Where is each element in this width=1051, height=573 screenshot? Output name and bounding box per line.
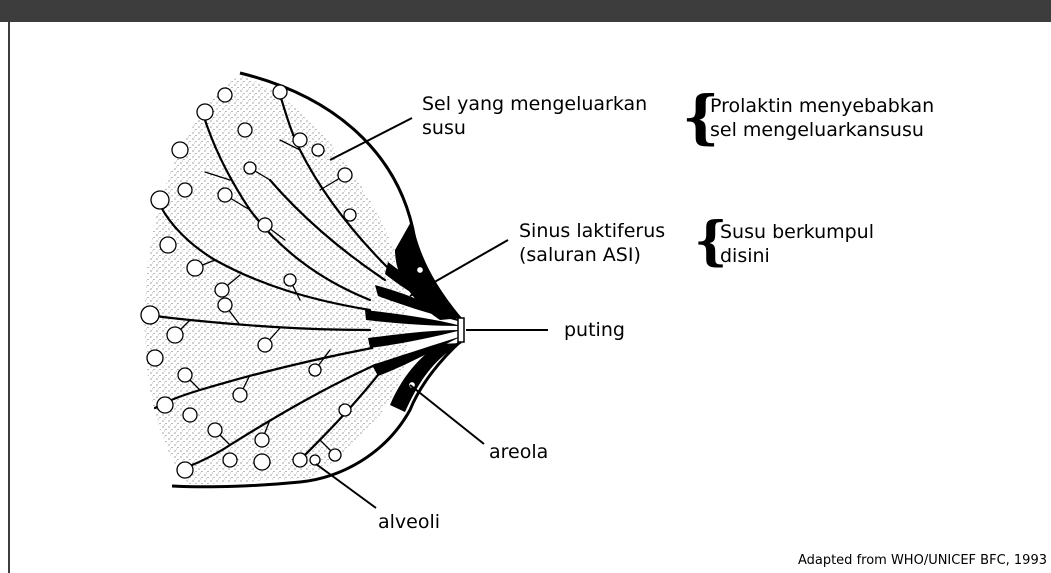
label-lactiferous-sinus-line1: Sinus laktiferus (519, 219, 665, 243)
label-alveoli: alveoli (378, 510, 440, 534)
label-areola: areola (489, 440, 548, 464)
label-lactiferous-sinus: Sinus laktiferus (saluran ASI) (519, 219, 665, 267)
label-milk-collects-note: Susu berkumpul disini (720, 220, 874, 268)
label-prolactin-note: Prolaktin menyebabkan sel mengeluarkansu… (710, 94, 934, 142)
leader-areola (410, 385, 484, 444)
label-milk-collects-line1: Susu berkumpul (720, 220, 874, 244)
label-prolactin-line1: Prolaktin menyebabkan (710, 94, 934, 118)
label-nipple: puting (564, 318, 625, 342)
label-secretory-cells-line1: Sel yang mengeluarkan (422, 92, 647, 116)
label-secretory-cells: Sel yang mengeluarkan susu (422, 92, 647, 140)
label-lactiferous-sinus-line2: (saluran ASI) (519, 243, 665, 267)
label-secretory-cells-line2: susu (422, 116, 647, 140)
nipple-tip (458, 318, 464, 342)
leader-secretory-cells (330, 118, 412, 160)
gland-tissue (145, 75, 409, 485)
label-milk-collects-line2: disini (720, 244, 874, 268)
label-prolactin-line2: sel mengeluarkansusu (710, 118, 934, 142)
source-credit: Adapted from WHO/UNICEF BFC, 1993 (798, 553, 1047, 569)
